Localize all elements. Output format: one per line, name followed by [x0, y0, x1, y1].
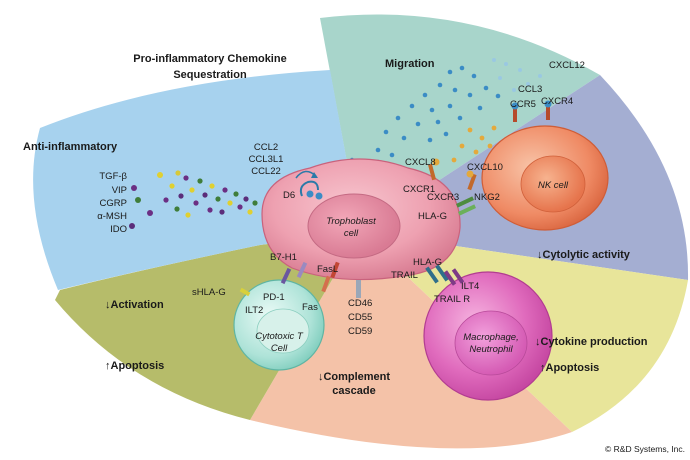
nk-cell — [481, 125, 609, 231]
label-ilt4: ILT4 — [461, 281, 479, 292]
label-cxcl12: CXCL12 — [549, 60, 585, 71]
label-nk-cell: NK cell — [538, 180, 569, 191]
macrophage-cell — [423, 271, 553, 401]
label-cxcl10: CXCL10 — [467, 162, 503, 173]
label-cxcr1: CXCR1 — [403, 184, 435, 195]
ligand-tgf-beta: TGF-β — [99, 171, 127, 182]
ligand-vip: VIP — [112, 185, 127, 196]
receptor-stalks — [239, 100, 552, 298]
label-ccl3: CCL3 — [518, 84, 542, 95]
label-ccl2: CCL2 — [254, 142, 278, 153]
label-hlag-mid: HLA-G — [413, 257, 442, 268]
ligand-cgrp: CGRP — [100, 198, 127, 209]
label-tcell-line1: Cytotoxic T — [255, 331, 304, 342]
d6-receptor — [295, 170, 323, 200]
diagram-title-line2: Sequestration — [173, 69, 247, 81]
label-fasl: FasL — [317, 264, 338, 275]
label-trail: TRAIL — [391, 270, 418, 281]
label-cxcr3: CXCR3 — [427, 192, 459, 203]
label-cd46: CD46 — [348, 298, 372, 309]
label-apoptosis-left: ↑Apoptosis — [105, 360, 164, 372]
ligand-alpha-msh: α-MSH — [97, 211, 127, 222]
cytotoxic-t-cell — [233, 279, 325, 371]
copyright-text: © R&D Systems, Inc. — [605, 444, 685, 454]
label-ilt2: ILT2 — [245, 305, 263, 316]
ligand-ido: IDO — [110, 224, 127, 235]
label-macrophage-line2: Neutrophil — [469, 344, 513, 355]
label-fas: Fas — [302, 302, 318, 313]
diagram-title-line1: Pro-inflammatory Chemokine — [133, 53, 286, 65]
label-b7h1: B7-H1 — [270, 252, 297, 263]
label-cd55: CD55 — [348, 312, 372, 323]
label-cxcl8: CXCL8 — [405, 157, 436, 168]
label-cxcr4: CXCR4 — [541, 96, 573, 107]
anti-inflammatory-molecules — [163, 170, 258, 218]
label-trophoblast-line1: Trophoblast — [326, 216, 376, 227]
label-ccr5: CCR5 — [510, 99, 536, 110]
label-d6: D6 — [283, 190, 295, 201]
label-cd59: CD59 — [348, 326, 372, 337]
label-pd1: PD-1 — [263, 292, 285, 303]
label-nkg2: NKG2 — [474, 192, 500, 203]
label-anti-inflammatory: Anti-inflammatory — [23, 141, 118, 153]
label-activation: ↓Activation — [105, 299, 164, 311]
label-cytokine-production: ↓Cytokine production — [535, 336, 648, 348]
label-trophoblast-line2: cell — [344, 228, 359, 239]
label-complement-line1: ↓Complement — [318, 371, 390, 383]
label-migration: Migration — [385, 58, 435, 70]
label-ccl3l1: CCL3L1 — [249, 154, 284, 165]
label-apoptosis-right: ↑Apoptosis — [540, 362, 599, 374]
label-ccl22: CCL22 — [251, 166, 281, 177]
label-hlag-top: HLA-G — [418, 211, 447, 222]
label-macrophage-line1: Macrophage, — [463, 332, 518, 343]
label-trail-r: TRAIL R — [434, 294, 470, 305]
label-cytolytic-activity: ↓Cytolytic activity — [537, 249, 631, 261]
label-tcell-line2: Cell — [271, 343, 288, 354]
trophoblast-cell — [261, 158, 461, 281]
label-shlag: sHLA-G — [192, 287, 226, 298]
anti-inflammatory-ligand-dots — [129, 172, 163, 229]
label-complement-line2: cascade — [332, 385, 375, 397]
